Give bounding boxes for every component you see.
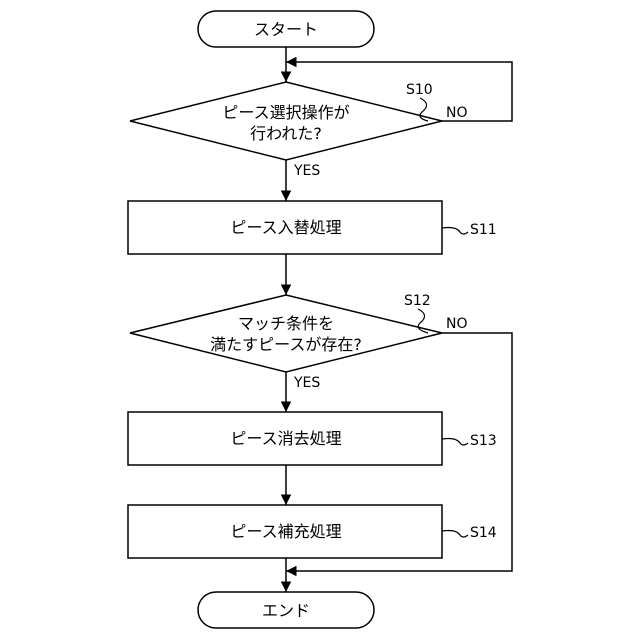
leader-s14 [442,531,468,538]
decision-s12 [130,295,442,372]
leader-s13 [442,439,468,446]
s12-yes-label: YES [293,375,320,391]
s12-no-label: NO [446,316,468,332]
leader-s11 [442,228,468,235]
process-s11-text: ピース入替処理 [230,218,341,237]
s10-no-label: NO [446,105,468,121]
step-label-s14: S14 [470,525,497,541]
process-s14-text: ピース補充処理 [230,522,341,541]
decision-s10-line2: 行われた? [250,124,322,143]
step-label-s12: S12 [404,293,431,309]
step-label-s13: S13 [470,433,497,449]
decision-s12-line2: 満たすピースが存在? [210,335,362,354]
decision-s12-line1: マッチ条件を [238,314,334,333]
s10-yes-label: YES [293,163,320,179]
end-label: エンド [262,601,310,620]
step-label-s11: S11 [470,222,497,238]
process-s13-text: ピース消去処理 [230,429,341,448]
step-label-s10: S10 [406,82,433,98]
decision-s10-line1: ピース選択操作が [222,103,349,122]
start-label: スタート [254,20,318,39]
